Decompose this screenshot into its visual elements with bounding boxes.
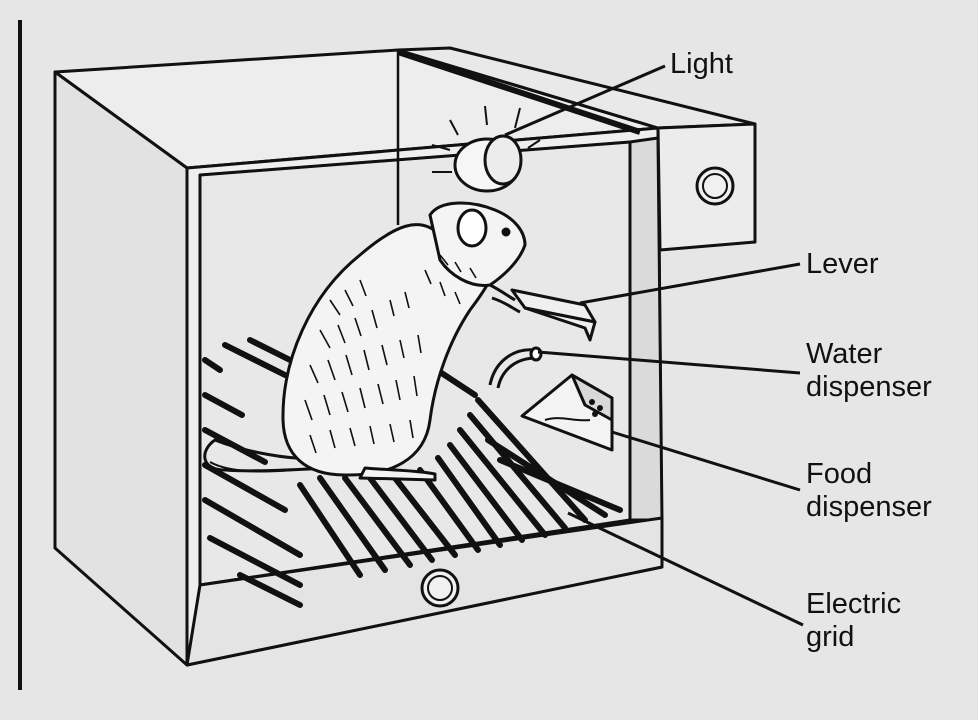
electric-grid [202,337,623,608]
leader-line-light [504,64,666,137]
label-food-dispenser: Food dispenser [806,458,932,524]
label-light-text: Light [670,48,733,80]
label-light: Light [670,48,733,81]
leader-line-lever [579,262,801,305]
label-food-line1: Food [806,458,873,490]
label-water-line1: Water [806,338,883,370]
leader-lines [504,64,804,627]
label-food-line2: dispenser [806,491,932,523]
chamber-left-side-panel [53,70,189,667]
leader-line-grid [567,511,804,627]
label-lever: Lever [806,248,879,281]
label-grid-line2: grid [806,621,855,653]
chamber-right-post [628,136,664,522]
rat-figure [203,201,527,482]
leader-line-food [611,430,801,492]
label-grid-line1: Electric [806,588,902,620]
label-lever-text: Lever [806,248,879,280]
label-water-dispenser: Water dispenser [806,338,932,404]
label-water-line2: dispenser [806,371,932,403]
food-dispenser-device [520,373,614,452]
lever-device [510,288,597,342]
label-electric-grid: Electric grid [806,588,901,654]
leader-line-water [537,350,801,375]
control-housing [396,46,757,252]
light-bulb [431,105,541,193]
